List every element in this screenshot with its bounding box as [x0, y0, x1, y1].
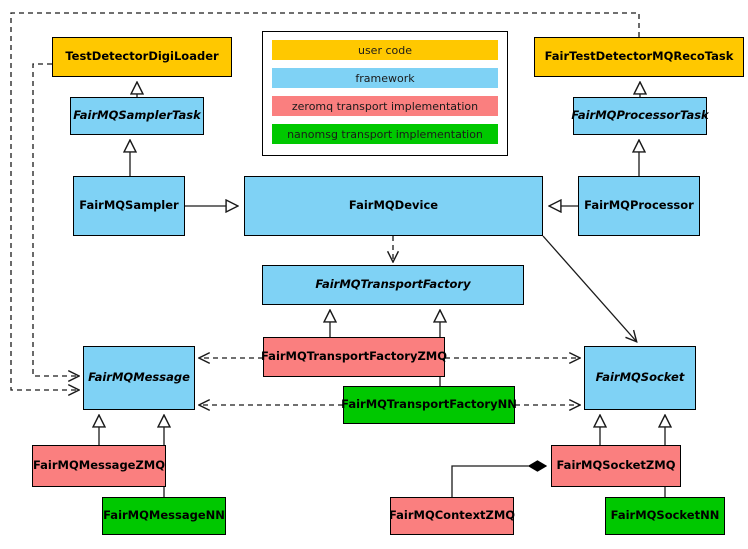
class-label-test-detector-digi-loader: TestDetectorDigiLoader — [65, 49, 219, 64]
class-box-fairmq-transport-factory-nn[interactable]: FairMQTransportFactoryNN — [341, 386, 517, 424]
class-box-fairmq-socket[interactable]: FairMQSocket — [584, 346, 696, 410]
class-label-fairmq-context-zmq: FairMQContextZMQ — [388, 508, 516, 523]
class-box-fairmq-processor[interactable]: FairMQProcessor — [578, 176, 700, 236]
class-box-fairmq-context-zmq[interactable]: FairMQContextZMQ — [388, 497, 516, 535]
class-box-fairmq-sampler[interactable]: FairMQSampler — [73, 176, 185, 236]
class-label-fairmq-socket: FairMQSocket — [595, 370, 685, 385]
class-label-fairmq-message: FairMQMessage — [88, 370, 190, 385]
class-label-fairmq-socket-zmq: FairMQSocketZMQ — [556, 458, 676, 473]
class-box-fairmq-device[interactable]: FairMQDevice — [244, 176, 543, 236]
legend-item-zeromq: zeromq transport implementation — [272, 96, 498, 116]
class-box-fairmq-sampler-task[interactable]: FairMQSamplerTask — [70, 97, 204, 135]
class-box-fairmq-transport-factory[interactable]: FairMQTransportFactory — [262, 265, 524, 305]
legend-label-zeromq: zeromq transport implementation — [291, 99, 479, 113]
legend-label-nanomsg: nanomsg transport implementation — [287, 127, 483, 141]
legend-label-user-code: user code — [357, 43, 413, 57]
class-label-fair-test-detector-mq-reco-task: FairTestDetectorMQRecoTask — [544, 49, 734, 64]
class-box-fairmq-socket-zmq[interactable]: FairMQSocketZMQ — [551, 445, 681, 487]
class-label-fairmq-message-zmq: FairMQMessageZMQ — [32, 458, 166, 473]
legend-item-user-code: user code — [272, 40, 498, 60]
class-box-fairmq-socket-nn[interactable]: FairMQSocketNN — [605, 497, 725, 535]
class-label-fairmq-transport-factory-nn: FairMQTransportFactoryNN — [341, 397, 517, 412]
class-box-fairmq-processor-task[interactable]: FairMQProcessorTask — [571, 97, 709, 135]
class-box-fairmq-message-nn[interactable]: FairMQMessageNN — [102, 497, 226, 535]
class-box-fairmq-message-zmq[interactable]: FairMQMessageZMQ — [32, 445, 166, 487]
legend-item-framework: framework — [272, 68, 498, 88]
class-label-fairmq-transport-factory-zmq: FairMQTransportFactoryZMQ — [261, 349, 448, 364]
legend-item-nanomsg: nanomsg transport implementation — [272, 124, 498, 144]
class-label-fairmq-processor: FairMQProcessor — [584, 198, 694, 213]
class-box-test-detector-digi-loader[interactable]: TestDetectorDigiLoader — [52, 37, 232, 77]
class-box-fairmq-message[interactable]: FairMQMessage — [83, 346, 195, 410]
class-label-fairmq-transport-factory: FairMQTransportFactory — [315, 277, 471, 292]
legend-label-framework: framework — [355, 71, 415, 85]
class-label-fairmq-message-nn: FairMQMessageNN — [103, 508, 225, 523]
class-label-fairmq-sampler: FairMQSampler — [79, 198, 179, 213]
class-label-fairmq-processor-task: FairMQProcessorTask — [571, 108, 709, 123]
class-box-fair-test-detector-mq-reco-task[interactable]: FairTestDetectorMQRecoTask — [534, 37, 744, 77]
class-label-fairmq-sampler-task: FairMQSamplerTask — [73, 108, 201, 123]
class-label-fairmq-socket-nn: FairMQSocketNN — [610, 508, 720, 523]
class-box-fairmq-transport-factory-zmq[interactable]: FairMQTransportFactoryZMQ — [261, 337, 448, 377]
class-label-fairmq-device: FairMQDevice — [348, 198, 439, 213]
legend-panel: user code framework zeromq transport imp… — [262, 31, 508, 156]
